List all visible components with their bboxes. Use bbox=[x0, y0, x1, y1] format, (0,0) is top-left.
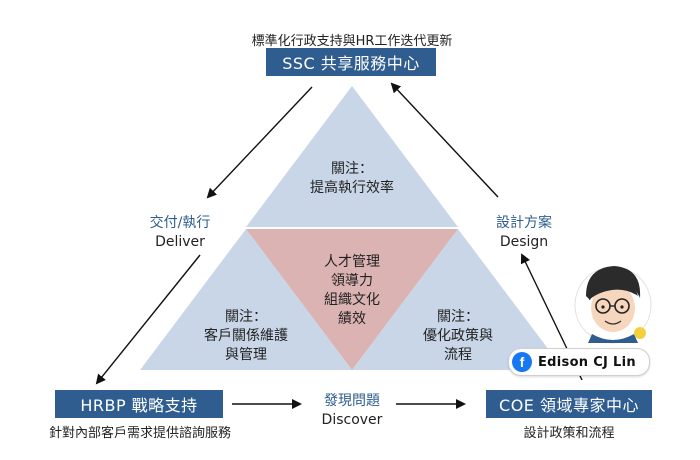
top-focus-label: 關注： bbox=[331, 161, 373, 177]
deliver-label: 交付/執行 Deliver bbox=[120, 214, 240, 252]
center-item-culture: 組織文化 bbox=[324, 292, 380, 308]
top-triangle-text: 關注： 提高執行效率 bbox=[292, 160, 412, 198]
ssc-subtitle: 標準化行政支持與HR工作迭代更新 bbox=[251, 34, 453, 49]
right-focus-text-1: 優化政策與 bbox=[423, 328, 493, 344]
left-triangle-text: 關注： 客戶關係維護 與管理 bbox=[186, 308, 306, 365]
avatar bbox=[574, 266, 652, 344]
right-focus-label: 關注： bbox=[437, 309, 479, 325]
coe-note: 設計政策和流程 bbox=[523, 426, 615, 441]
credit-name: Edison CJ Lin bbox=[538, 354, 636, 370]
credit-tag: f Edison CJ Lin bbox=[508, 348, 650, 376]
ssc-box: SSC 共享服務中心 bbox=[266, 48, 436, 76]
center-triangle-text: 人才管理 領導力 組織文化 績效 bbox=[302, 253, 402, 329]
facebook-icon: f bbox=[512, 352, 532, 372]
top-focus-text: 提高執行效率 bbox=[310, 180, 394, 196]
center-item-talent: 人才管理 bbox=[324, 254, 380, 270]
right-focus-text-2: 流程 bbox=[444, 347, 472, 363]
design-label-en: Design bbox=[499, 234, 549, 250]
center-item-leadership: 領導力 bbox=[331, 273, 373, 289]
left-focus-text-1: 客戶關係維護 bbox=[204, 328, 288, 344]
discover-label: 發現問題 Discover bbox=[292, 392, 412, 430]
right-triangle-text: 關注： 優化政策與 流程 bbox=[398, 308, 518, 365]
hrbp-box: HRBP 戰略支持 bbox=[55, 390, 223, 418]
left-triangle bbox=[140, 229, 352, 370]
hrbp-note: 針對內部客戶需求提供諮詢服務 bbox=[48, 426, 231, 441]
deliver-label-en: Deliver bbox=[155, 234, 205, 250]
design-label-zh: 設計方案 bbox=[496, 215, 552, 231]
discover-label-en: Discover bbox=[321, 412, 383, 428]
arrow-deliver-to-hrbp bbox=[95, 254, 201, 385]
discover-label-zh: 發現問題 bbox=[324, 393, 380, 409]
left-focus-label: 關注： bbox=[225, 309, 267, 325]
coe-box: COE 領域專家中心 bbox=[486, 390, 652, 418]
left-focus-text-2: 與管理 bbox=[225, 347, 267, 363]
design-label: 設計方案 Design bbox=[464, 214, 584, 252]
arrow-design-to-ssc bbox=[390, 82, 499, 198]
center-triangle bbox=[246, 229, 458, 370]
deliver-label-zh: 交付/執行 bbox=[149, 215, 211, 231]
center-item-performance: 績效 bbox=[338, 311, 366, 327]
right-triangle bbox=[352, 229, 564, 370]
arrow-ssc-to-deliver bbox=[206, 86, 313, 199]
top-triangle bbox=[246, 86, 458, 227]
